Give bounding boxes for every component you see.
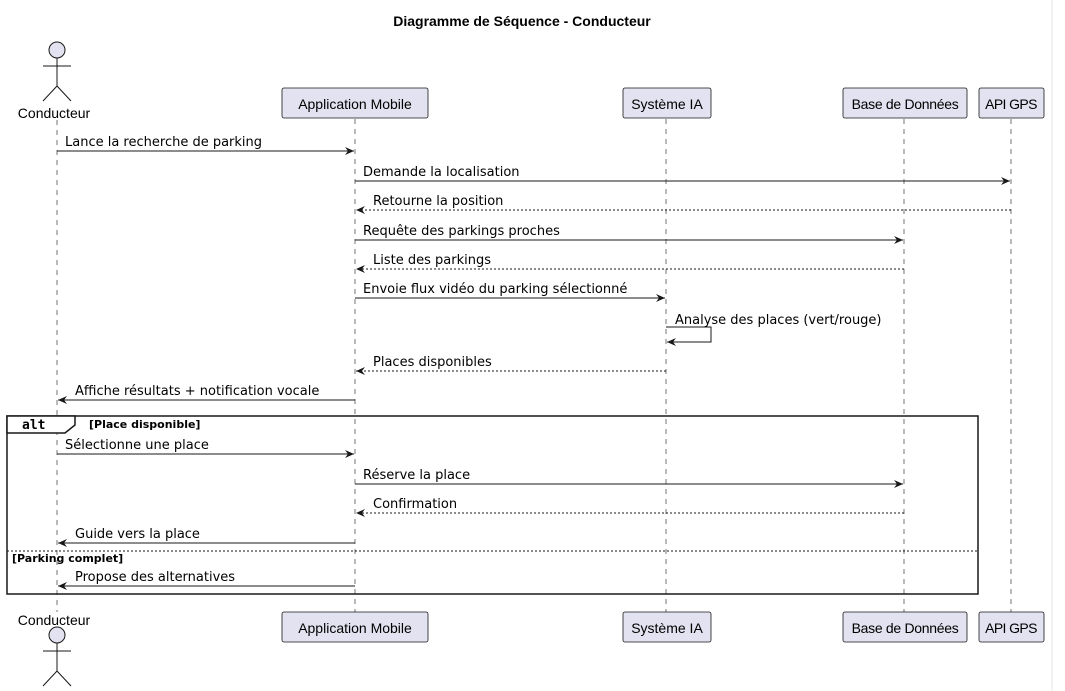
participant-label-db-bottom: Base de Données [852, 620, 959, 636]
participant-label-ai-bottom: Système IA [631, 620, 703, 636]
participant-driver-top: Conducteur [18, 41, 91, 121]
alt-keyword: alt [22, 418, 45, 433]
message-label: Demande la localisation [363, 165, 520, 180]
message-label: Lance la recherche de parking [65, 135, 262, 150]
message-label: Analyse des places (vert/rouge) [675, 313, 882, 328]
participant-app-bottom: Application Mobile [281, 611, 429, 643]
message-label: Retourne la position [373, 194, 503, 209]
message-11: Confirmation [356, 497, 904, 517]
actor-body-icon [42, 58, 72, 102]
message-9: Sélectionne une place [57, 438, 354, 458]
alt-frame [6, 415, 979, 595]
message-label: Guide vers la place [75, 527, 200, 542]
participant-gps-top: API GPS [978, 87, 1045, 119]
messages: Lance la recherche de parking Demande la… [57, 135, 1011, 590]
message-7: Places disponibles [356, 355, 666, 375]
participant-db-top: Base de Données [842, 87, 968, 119]
message-label: Réserve la place [363, 468, 470, 483]
participant-app-top: Application Mobile [281, 87, 429, 119]
participant-label-driver-bottom: Conducteur [18, 612, 91, 628]
message-12: Guide vers la place [58, 527, 355, 547]
actor-head-icon [48, 626, 66, 644]
actor-head-icon [48, 41, 66, 59]
message-1: Demande la localisation [355, 165, 1010, 185]
diagram-title: Diagramme de Séquence - Conducteur [393, 13, 651, 29]
alt-guard-available: [Place disponible] [89, 418, 200, 431]
participant-label-app: Application Mobile [298, 96, 412, 112]
message-10: Réserve la place [355, 468, 903, 488]
message-label: Envoie flux vidéo du parking sélectionné [363, 282, 627, 297]
message-label: Sélectionne une place [65, 438, 209, 453]
participant-label-db: Base de Données [852, 96, 959, 112]
message-8: Affiche résultats + notification vocale [58, 384, 355, 404]
participant-label-gps: API GPS [985, 96, 1037, 112]
message-3: Requête des parkings proches [355, 224, 903, 244]
alt-fragment: alt [Place disponible] [Parking complet] [6, 415, 979, 595]
message-0: Lance la recherche de parking [57, 135, 354, 155]
message-2: Retourne la position [356, 194, 1011, 214]
message-13: Propose des alternatives [58, 570, 355, 590]
lifelines [56, 119, 1012, 612]
participant-ai-top: Système IA [622, 87, 712, 119]
message-6: Analyse des places (vert/rouge) [666, 313, 882, 346]
participant-label-ai: Système IA [631, 96, 703, 112]
message-label: Propose des alternatives [75, 570, 235, 585]
actor-body-icon [42, 643, 72, 687]
participant-label-driver: Conducteur [18, 105, 91, 121]
participant-ai-bottom: Système IA [622, 611, 712, 643]
participant-db-bottom: Base de Données [842, 611, 968, 643]
alt-tab [6, 415, 76, 434]
participant-driver-bottom: Conducteur [18, 612, 91, 687]
message-4: Liste des parkings [356, 253, 904, 273]
message-5: Envoie flux vidéo du parking sélectionné [355, 282, 665, 302]
participant-label-gps-bottom: API GPS [985, 620, 1037, 636]
message-label: Confirmation [373, 497, 457, 512]
message-label: Places disponibles [373, 355, 492, 370]
message-label: Liste des parkings [373, 253, 491, 268]
participant-gps-bottom: API GPS [978, 611, 1045, 643]
alt-guard-full: [Parking complet] [12, 552, 123, 565]
message-label: Affiche résultats + notification vocale [75, 384, 319, 399]
message-label: Requête des parkings proches [363, 224, 560, 239]
participant-label-app-bottom: Application Mobile [298, 620, 412, 636]
